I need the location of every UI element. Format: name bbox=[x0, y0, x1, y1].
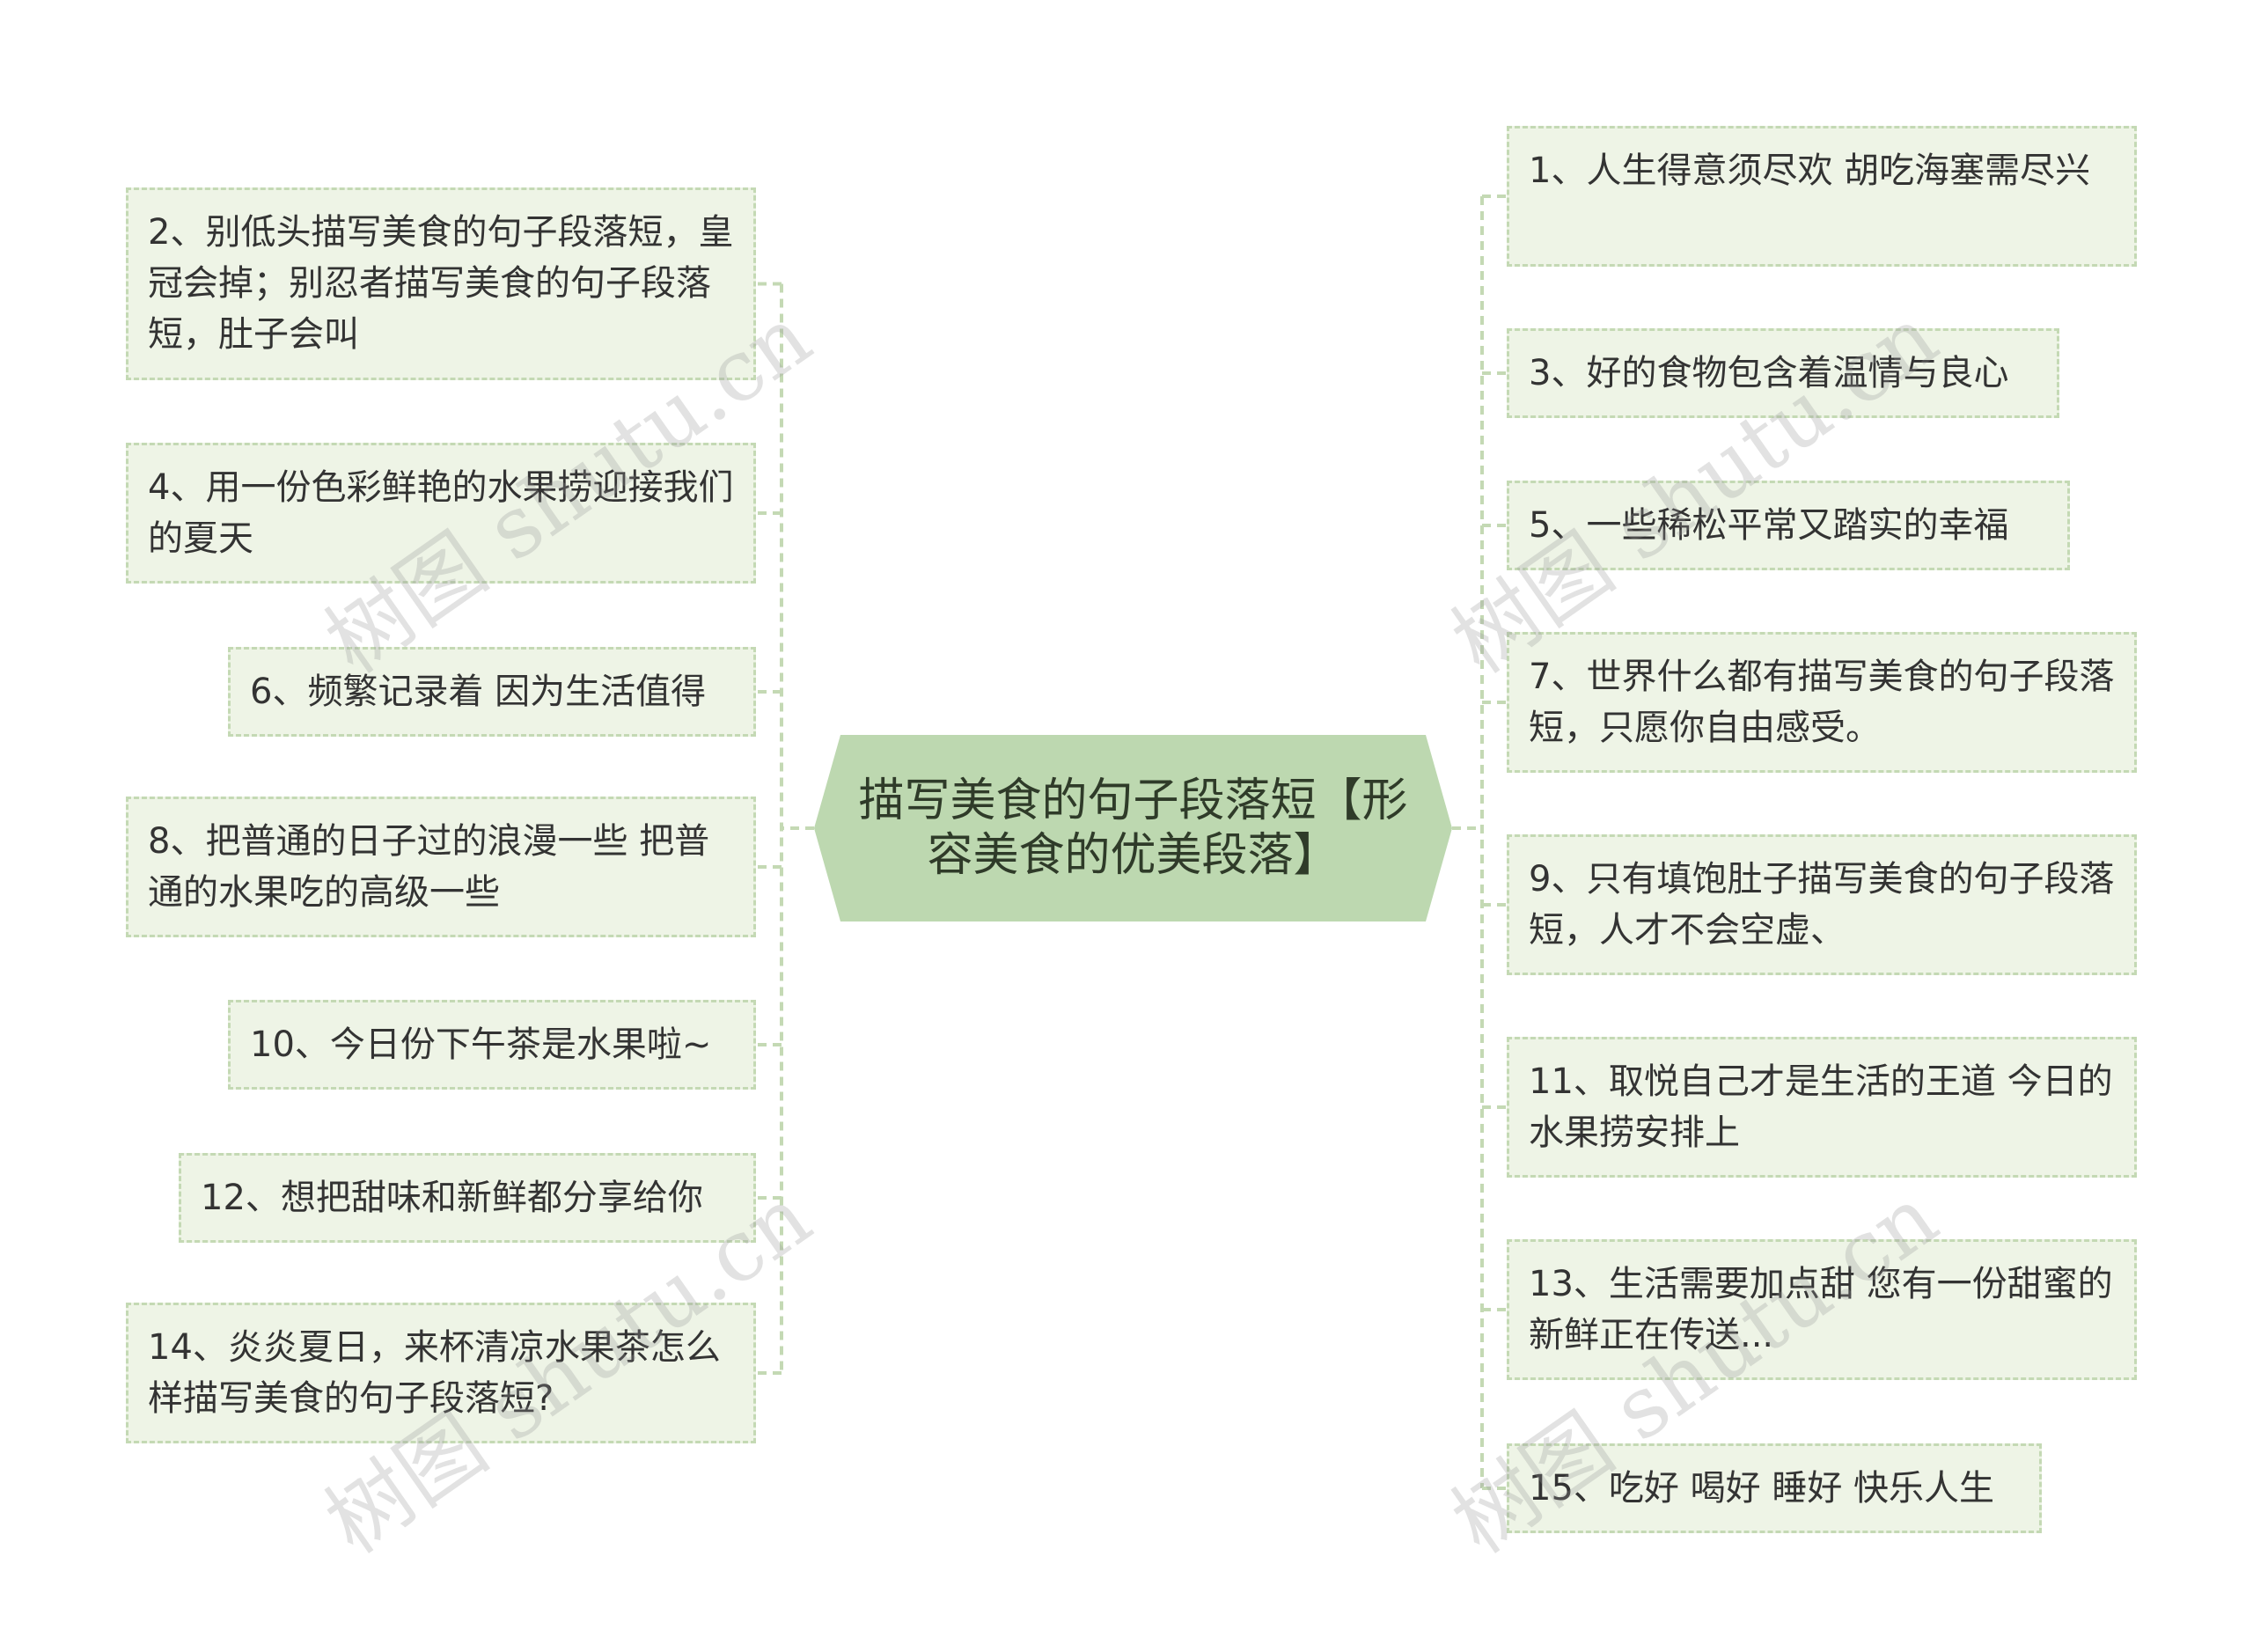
left-topic-6[interactable]: 6、频繁记录着 因为生活值得 bbox=[228, 647, 756, 737]
right-topic-5[interactable]: 5、一些稀松平常又踏实的幸福 bbox=[1507, 481, 2070, 570]
right-topic-9[interactable]: 9、只有填饱肚子描写美食的句子段落短，人才不会空虚、 bbox=[1507, 834, 2137, 975]
right-topic-11[interactable]: 11、取悦自己才是生活的王道 今日的水果捞安排上 bbox=[1507, 1037, 2137, 1178]
right-topic-3[interactable]: 3、好的食物包含着温情与良心 bbox=[1507, 328, 2059, 418]
left-topic-12[interactable]: 12、想把甜味和新鲜都分享给你 bbox=[179, 1153, 756, 1243]
central-topic[interactable]: 描写美食的句子段落短【形容美食的优美段落】 bbox=[814, 735, 1452, 921]
right-topic-15[interactable]: 15、吃好 喝好 睡好 快乐人生 bbox=[1507, 1443, 2042, 1533]
central-topic-shape bbox=[814, 735, 1452, 921]
right-topic-7[interactable]: 7、世界什么都有描写美食的句子段落短，只愿你自由感受。 bbox=[1507, 632, 2137, 773]
right-topic-1[interactable]: 1、人生得意须尽欢 胡吃海塞需尽兴 bbox=[1507, 126, 2137, 267]
left-topic-10[interactable]: 10、今日份下午茶是水果啦~ bbox=[228, 1000, 756, 1090]
left-topic-4[interactable]: 4、用一份色彩鲜艳的水果捞迎接我们的夏天 bbox=[126, 443, 756, 584]
left-topic-8[interactable]: 8、把普通的日子过的浪漫一些 把普通的水果吃的高级一些 bbox=[126, 797, 756, 937]
left-topic-14[interactable]: 14、炎炎夏日，来杯清凉水果茶怎么样描写美食的句子段落短? bbox=[126, 1303, 756, 1443]
left-topic-2[interactable]: 2、别低头描写美食的句子段落短，皇冠会掉；别忍者描写美食的句子段落短，肚子会叫 bbox=[126, 187, 756, 380]
right-topic-13[interactable]: 13、生活需要加点甜 您有一份甜蜜的新鲜正在传送... bbox=[1507, 1239, 2137, 1380]
central-topic-label: 描写美食的句子段落短【形容美食的优美段落】 bbox=[858, 775, 1408, 882]
